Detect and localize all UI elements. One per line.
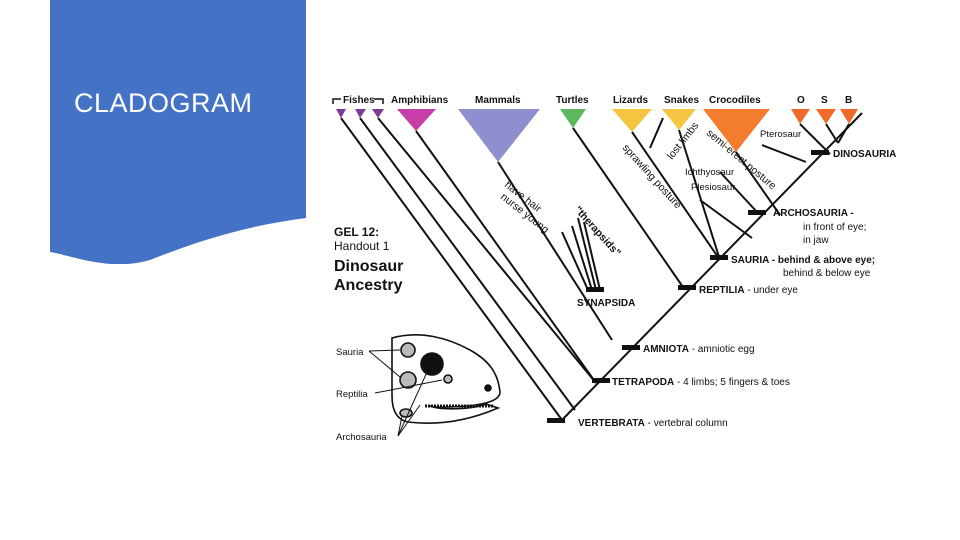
skull-leader-lines — [368, 349, 443, 437]
crocodiles-triangle — [703, 109, 770, 152]
taxon-crocodiles: Crocodiles — [709, 95, 761, 106]
clade-amniota: AMNIOTA - amniotic egg — [643, 344, 755, 355]
taxon-mammals: Mammals — [475, 95, 521, 106]
clade-sauria: SAURIA - behind & above eye; — [731, 255, 875, 266]
taxon-o: O — [797, 95, 805, 106]
b-triangle — [840, 109, 858, 124]
taxon-plesiosaur: Plesiosaur — [691, 182, 735, 193]
taxon-ichthyosaur: Ichthyosaur — [685, 167, 734, 178]
clade-dinosauria: DINOSAURIA — [833, 149, 896, 160]
clade-archosauria-desc1: in front of eye; — [803, 222, 866, 233]
fishes-triangle-2 — [355, 109, 366, 118]
clade-archosauria-desc2: in jaw — [803, 235, 829, 246]
handout-line3: Dinosaur — [334, 258, 403, 275]
turtles-triangle — [560, 109, 586, 128]
tree-lines — [340, 112, 863, 421]
snakes-triangle — [662, 109, 696, 130]
skull-label-archosauria: Archosauria — [336, 432, 387, 443]
clade-vertebrata: VERTEBRATA - vertebral column — [578, 418, 728, 429]
clade-synapsida: SYNAPSIDA — [577, 298, 635, 309]
handout-line4: Ancestry — [334, 277, 403, 294]
fishes-bracket — [332, 98, 384, 104]
taxon-amphibians: Amphibians — [391, 95, 449, 106]
clade-reptilia: REPTILIA - under eye — [699, 285, 798, 296]
clade-sauria-desc2: behind & below eye — [783, 268, 871, 279]
amphibians-triangle — [397, 109, 436, 131]
taxon-fishes: Fishes — [343, 95, 375, 106]
mammals-triangle — [458, 109, 540, 162]
fishes-triangle-3 — [372, 109, 384, 118]
taxon-pterosaur: Pterosaur — [760, 129, 801, 140]
taxon-turtles: Turtles — [556, 95, 589, 106]
skull-label-sauria: Sauria — [336, 347, 364, 358]
skull-label-reptilia: Reptilia — [336, 389, 368, 400]
taxon-snakes: Snakes — [664, 95, 699, 106]
handout-line2: Handout 1 — [334, 239, 390, 253]
skull-drawing — [391, 333, 501, 425]
clade-ticks — [547, 150, 829, 423]
title-panel — [50, 0, 306, 264]
clade-tetrapoda: TETRAPODA - 4 limbs; 5 fingers & toes — [612, 377, 790, 388]
fishes-triangle — [336, 109, 346, 118]
taxon-s: S — [821, 95, 828, 106]
taxon-b: B — [845, 95, 852, 106]
s-triangle — [816, 109, 836, 124]
lizards-triangle — [612, 109, 652, 132]
o-triangle — [791, 109, 810, 124]
note-lost-limbs: lost limbs — [665, 120, 701, 162]
taxon-lizards: Lizards — [613, 95, 648, 106]
slide-title: CLADOGRAM — [74, 88, 253, 118]
clade-archosauria: ARCHOSAURIA - — [773, 208, 854, 219]
handout-line1: GEL 12: — [334, 225, 379, 239]
